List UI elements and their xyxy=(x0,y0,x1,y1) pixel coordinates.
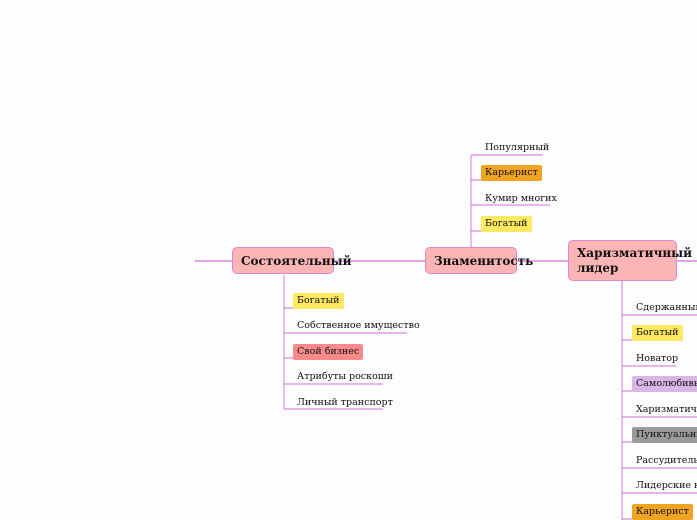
leaf-liderskie-kachestva[interactable]: Лидерские кач xyxy=(636,480,697,491)
leaf-svoy-biznes[interactable]: Свой бизнес xyxy=(293,344,364,360)
leaf-harizmatichny[interactable]: Харизматичный xyxy=(636,404,697,415)
leaf-karerist[interactable]: Карьерист xyxy=(632,504,693,520)
leaf-kumir-mnogih[interactable]: Кумир многих xyxy=(485,193,557,204)
leaf-karerist[interactable]: Карьерист xyxy=(481,165,542,181)
leaf-sderzhanny[interactable]: Сдержанный, xyxy=(636,302,697,313)
leaf-novator[interactable]: Новатор xyxy=(636,353,679,364)
leaf-populyarny[interactable]: Популярный xyxy=(485,142,550,153)
node-znamenitost[interactable]: Знаменитость xyxy=(425,247,533,274)
leaf-rassuditelny[interactable]: Рассудительный xyxy=(636,455,697,466)
leaf-sobstvennoe-imushchestvo[interactable]: Собственное имущество xyxy=(297,320,420,331)
node-label: Состоятельный xyxy=(241,253,352,268)
node-sostoyatelny[interactable]: Состоятельный xyxy=(232,247,352,274)
node-harizmatichny-lider[interactable]: Харизматичный лидер xyxy=(568,240,692,281)
leaf-bogaty[interactable]: Богатый xyxy=(481,216,532,232)
node-label: Харизматичный лидер xyxy=(577,245,693,275)
leaf-bogaty[interactable]: Богатый xyxy=(632,325,683,341)
leaf-lichny-transport[interactable]: Личный транспорт xyxy=(297,397,393,408)
node-label: Знаменитость xyxy=(434,253,534,268)
leaf-punktualny[interactable]: Пунктуальный xyxy=(632,427,697,443)
leaf-bogaty[interactable]: Богатый xyxy=(293,293,344,309)
leaf-atributy-roskoshi[interactable]: Атрибуты роскоши xyxy=(297,371,393,382)
leaf-samolyubivy[interactable]: Самолюбивый xyxy=(632,376,697,392)
